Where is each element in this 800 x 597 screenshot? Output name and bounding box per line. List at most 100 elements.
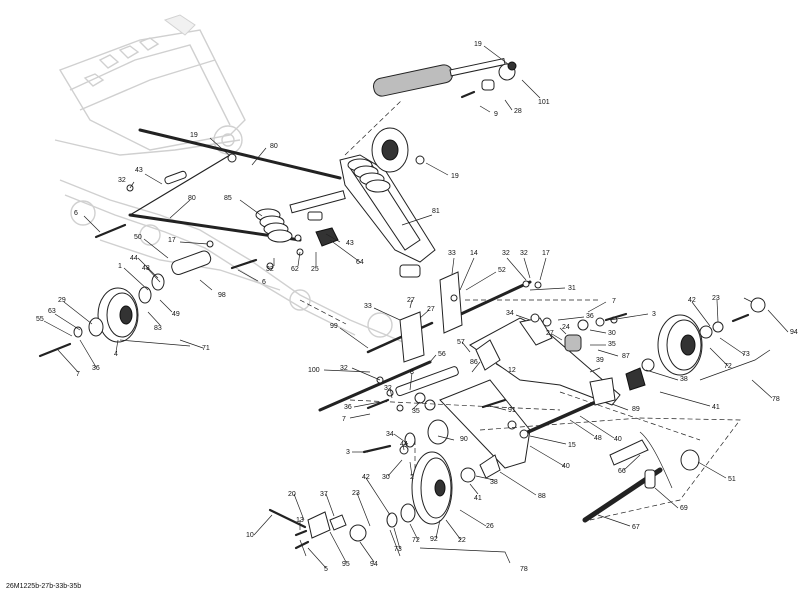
callout-4: 4 [114, 351, 118, 358]
callout-2: 2 [410, 474, 414, 481]
callout-7: 7 [612, 298, 616, 305]
rear-idler-wheel-upper [625, 297, 766, 391]
callout-71: 71 [202, 345, 210, 352]
callout-22: 22 [458, 537, 466, 544]
callout-39: 39 [596, 357, 604, 364]
callout-32: 32 [118, 177, 126, 184]
callout-62: 62 [291, 266, 299, 273]
callout-78: 78 [520, 566, 528, 573]
callout-44: 44 [400, 441, 408, 448]
callout-13: 13 [296, 517, 304, 524]
middle-crossbars [318, 271, 532, 412]
callout-28: 28 [514, 108, 522, 115]
callout-27: 27 [407, 297, 415, 304]
callout-19: 19 [190, 132, 198, 139]
callout-32: 32 [340, 365, 348, 372]
callout-95: 95 [342, 561, 350, 568]
callout-labels: 19 101 28 9 19 80 19 43 32 80 85 81 6 50… [36, 41, 798, 573]
callout-6: 6 [262, 279, 266, 286]
leader-lines [43, 45, 789, 569]
rear-arm-assembly [439, 316, 621, 469]
lower-bolt-kit [268, 508, 347, 550]
callout-31: 31 [568, 285, 576, 292]
callout-44: 44 [130, 255, 138, 262]
callout-49: 49 [172, 311, 180, 318]
callout-32: 32 [502, 250, 510, 257]
small-hardware [94, 153, 628, 455]
rear-axle-parts [582, 431, 700, 523]
callout-33: 33 [364, 303, 372, 310]
callout-78: 78 [772, 396, 780, 403]
callout-23: 23 [712, 295, 720, 302]
callout-88: 88 [538, 493, 546, 500]
callout-3: 3 [346, 449, 350, 456]
callout-80: 80 [188, 195, 196, 202]
callout-19: 19 [451, 173, 459, 180]
callout-25: 25 [311, 266, 319, 273]
callout-41: 41 [474, 495, 482, 502]
callout-6: 6 [74, 210, 78, 217]
callout-86: 86 [470, 359, 478, 366]
callout-34: 34 [386, 431, 394, 438]
callout-48: 48 [594, 435, 602, 442]
callout-94: 94 [790, 329, 798, 336]
callout-92: 92 [430, 536, 438, 543]
callout-5: 5 [324, 566, 328, 573]
callout-50: 50 [134, 234, 142, 241]
ghost-frame [54, 14, 411, 346]
callout-36: 36 [344, 404, 352, 411]
callout-64: 64 [356, 259, 364, 266]
callout-32: 32 [266, 266, 274, 273]
callout-66: 66 [618, 468, 626, 475]
callout-81: 81 [432, 208, 440, 215]
callout-15: 15 [568, 442, 576, 449]
callout-43: 43 [346, 240, 354, 247]
callout-24: 24 [562, 324, 570, 331]
front-arm-assembly [128, 127, 436, 278]
callout-100: 100 [308, 367, 320, 374]
callout-42: 42 [688, 297, 696, 304]
callout-43: 43 [135, 167, 143, 174]
callout-80: 80 [270, 143, 278, 150]
callout-30: 30 [382, 474, 390, 481]
callout-98: 98 [218, 292, 226, 299]
callout-32: 32 [520, 250, 528, 257]
assembly-guide-lines [299, 99, 741, 521]
callout-40: 40 [562, 463, 570, 470]
callout-35: 35 [412, 408, 420, 415]
callout-42: 42 [362, 474, 370, 481]
callout-83: 83 [154, 325, 162, 332]
upper-shock-absorber [372, 57, 517, 99]
group-brackets [119, 339, 771, 564]
callout-7: 7 [342, 416, 346, 423]
callout-10: 10 [246, 532, 254, 539]
callout-72: 72 [412, 537, 420, 544]
callout-72: 72 [724, 363, 732, 370]
callout-40: 40 [614, 436, 622, 443]
callout-1: 1 [118, 263, 122, 270]
callout-12: 12 [508, 367, 516, 374]
callout-8: 8 [410, 369, 414, 376]
coil-spring-right [347, 158, 391, 193]
callout-7: 7 [76, 371, 80, 378]
callout-56: 56 [438, 351, 446, 358]
callout-33: 33 [448, 250, 456, 257]
callout-38: 38 [490, 479, 498, 486]
callout-101: 101 [538, 99, 550, 106]
callout-85: 85 [224, 195, 232, 202]
callout-17: 17 [168, 237, 176, 244]
callout-57: 57 [457, 339, 465, 346]
callout-63: 63 [48, 308, 56, 315]
callout-38: 38 [680, 376, 688, 383]
callout-26: 26 [486, 523, 494, 530]
callout-89: 89 [632, 406, 640, 413]
callout-27: 27 [427, 306, 435, 313]
rear-idler-wheel-lower [349, 419, 501, 542]
callout-17: 17 [542, 250, 550, 257]
callout-41: 41 [712, 404, 720, 411]
callout-23: 23 [352, 490, 360, 497]
callout-55: 55 [36, 316, 44, 323]
callout-36: 36 [92, 365, 100, 372]
callout-35: 35 [608, 341, 616, 348]
